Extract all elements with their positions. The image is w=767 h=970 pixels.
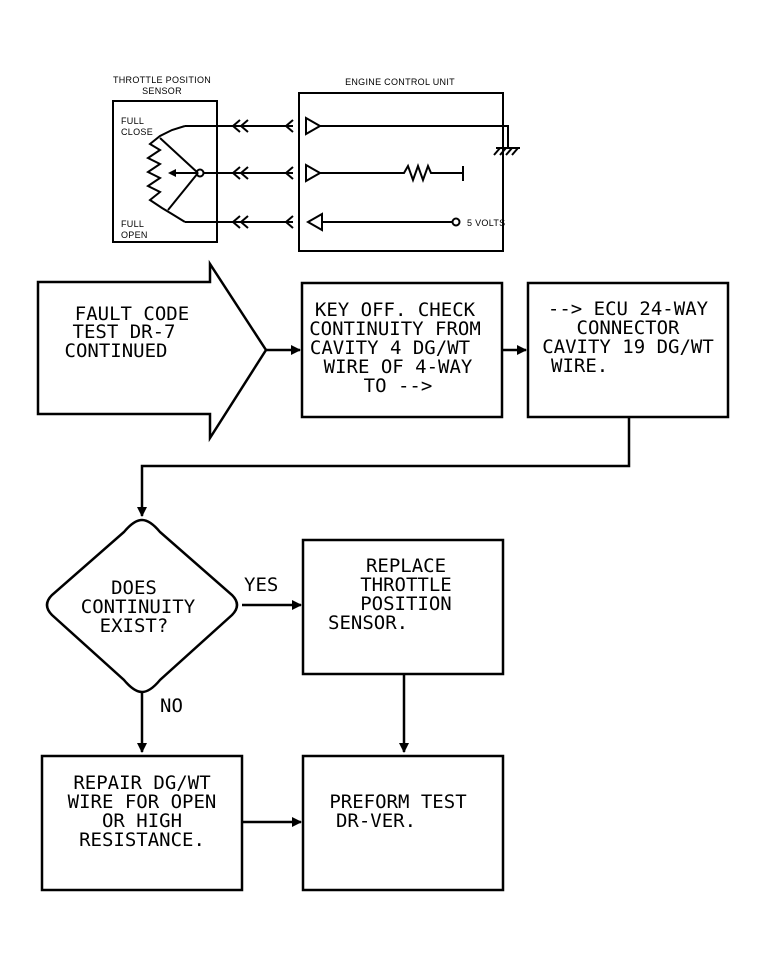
decision-line2: CONTINUITY [81,596,196,618]
sensor-title-line2: SENSOR [142,86,182,96]
yes-label: YES [244,574,278,596]
step2-line2: CONNECTOR [577,317,681,339]
start-line2: TEST DR-7 [73,321,176,343]
step2-line1: --> ECU 24-WAY [548,298,709,320]
wiper-diagonal-top [159,137,199,174]
ecu-title: ENGINE CONTROL UNIT [345,77,455,87]
step1-line2: CONTINUITY FROM [309,318,481,340]
yes-box-line2: THROTTLE [360,574,452,596]
wiper-terminal [195,168,205,178]
schematic: THROTTLE POSITION SENSOR ENGINE CONTROL … [112,75,520,252]
yes-box-line1: REPLACE [366,555,446,577]
step2-line4: WIRE. [551,355,608,377]
sensor-title-line1: THROTTLE POSITION [113,75,211,85]
decision-line1: DOES [111,577,157,599]
wiper-diagonal-bottom [167,172,199,211]
step1-line5: TO --> [364,375,433,397]
step2-line3: CAVITY 19 DG/WT [542,336,714,358]
final-line2: DR-VER. [336,810,416,832]
no-box-line3: OR HIGH [102,810,182,832]
final-test-box [301,754,505,892]
final-line1: PREFORM TEST [329,791,466,813]
yes-box-line4: SENSOR. [328,612,408,634]
ecu-input-buffer-2 [305,163,323,183]
ecu-output-buffer [305,212,323,232]
five-volts-label: 5 VOLTS [467,218,505,228]
step1-line4: WIRE OF 4-WAY [324,356,473,378]
full-open-line2: OPEN [121,230,148,240]
start-arrow-shape [36,259,268,443]
ecu-input-buffer-1 [305,116,323,136]
start-line1: FAULT CODE [75,303,189,325]
ecu-box [298,92,504,252]
step1-line3: CAVITY 4 DG/WT [310,337,470,359]
ground-icon [493,147,520,156]
connector-chevrons [231,119,294,229]
arrow-step2-to-decision [137,417,631,517]
start-line3: CONTINUED [65,340,168,362]
full-close-line1: FULL [121,116,144,126]
no-label: NO [160,695,183,717]
full-open-line1: FULL [121,219,144,229]
five-volt-terminal [451,217,461,227]
step1-line1: KEY OFF. CHECK [315,299,476,321]
potentiometer-resistor [146,125,186,223]
ground-wire [320,125,509,148]
full-close-line2: CLOSE [121,127,153,137]
no-box-line2: WIRE FOR OPEN [68,791,217,813]
sensor-box [112,100,218,243]
yes-box-line3: POSITION [360,593,452,615]
wiper-arrow [168,169,176,177]
decision-line3: EXIST? [100,615,169,637]
no-box-line4: RESISTANCE. [79,829,205,851]
ecu-resistor [320,163,463,183]
no-box-line1: REPAIR DG/WT [73,772,210,794]
